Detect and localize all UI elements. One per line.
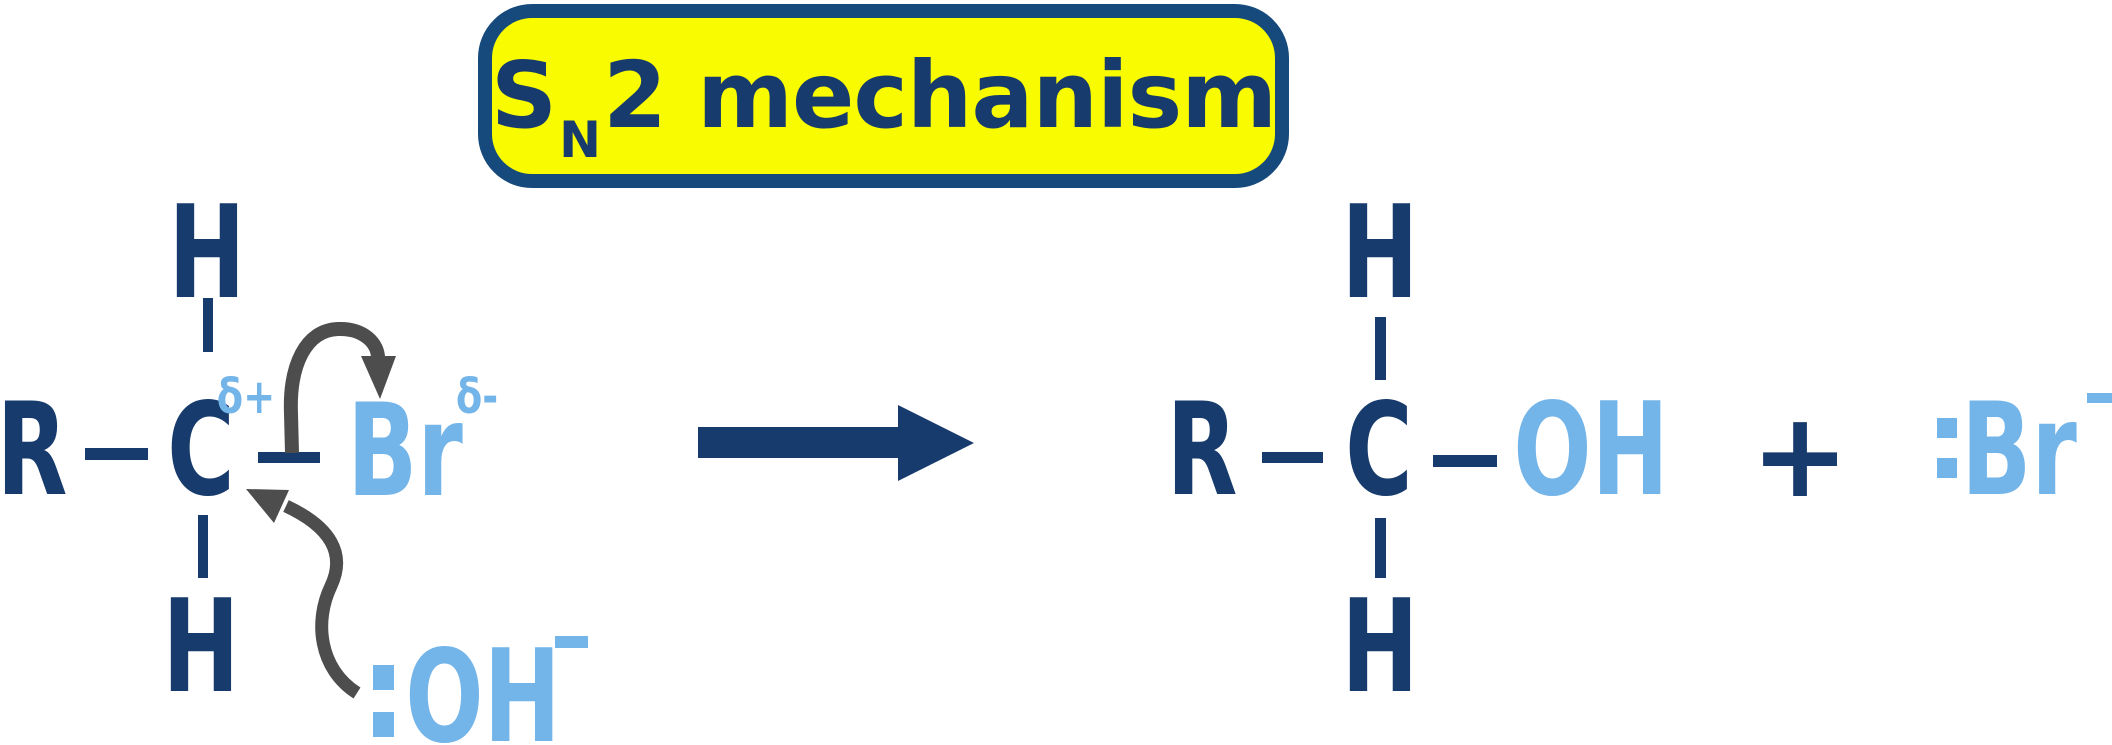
product-hydrogen-top: H	[1341, 179, 1419, 328]
title-subscript-n: N	[559, 111, 601, 169]
reactant-r-group: R	[0, 376, 68, 525]
reactant-hydrogen-bottom: H	[162, 573, 240, 722]
bromide-ion-br: Br	[1961, 376, 2077, 525]
mechanism-title-badge: SN2 mechanism	[478, 4, 1289, 188]
product-hydrogen-bottom: H	[1341, 573, 1419, 722]
reaction-arrow	[698, 405, 974, 481]
hydroxide-lone-pair-dot-top	[373, 665, 394, 690]
reactant-bromine: Br	[347, 377, 463, 526]
title-s: S	[490, 42, 557, 149]
reactant-hydrogen-top: H	[168, 179, 246, 328]
reactant-carbon: C	[167, 376, 235, 525]
product-r-group: R	[1166, 376, 1238, 525]
hydroxide-oh: OH	[405, 623, 561, 745]
curved-arrow-hydroxide-to-c	[246, 489, 361, 699]
reactant-bond-c-h-top	[203, 298, 213, 352]
plus-sign: +	[1750, 386, 1850, 524]
page-title: SN2 mechanism	[491, 50, 1277, 166]
product-bond-r-c	[1262, 452, 1323, 463]
hydroxide-lone-pair-dot-bottom	[373, 712, 394, 737]
bromide-lone-pair-dot-top	[1937, 418, 1957, 438]
delta-minus-label: δ-	[455, 369, 499, 425]
product-bond-c-h-top	[1375, 317, 1386, 380]
product-carbon: C	[1345, 376, 1413, 525]
product-hydroxyl: OH	[1513, 376, 1669, 525]
delta-plus-label: δ+	[216, 369, 276, 425]
reactant-bond-r-c	[85, 448, 148, 460]
reactant-bond-c-h-bottom	[198, 515, 208, 578]
reactant-bond-c-br	[258, 452, 320, 463]
title-rest: 2 mechanism	[603, 42, 1277, 149]
product-bond-c-oh	[1433, 455, 1497, 467]
hydroxide-negative-charge	[555, 636, 588, 648]
bromide-negative-charge	[2087, 393, 2112, 403]
bromide-lone-pair-dot-bottom	[1937, 458, 1957, 478]
product-bond-c-h-bottom	[1375, 518, 1386, 578]
